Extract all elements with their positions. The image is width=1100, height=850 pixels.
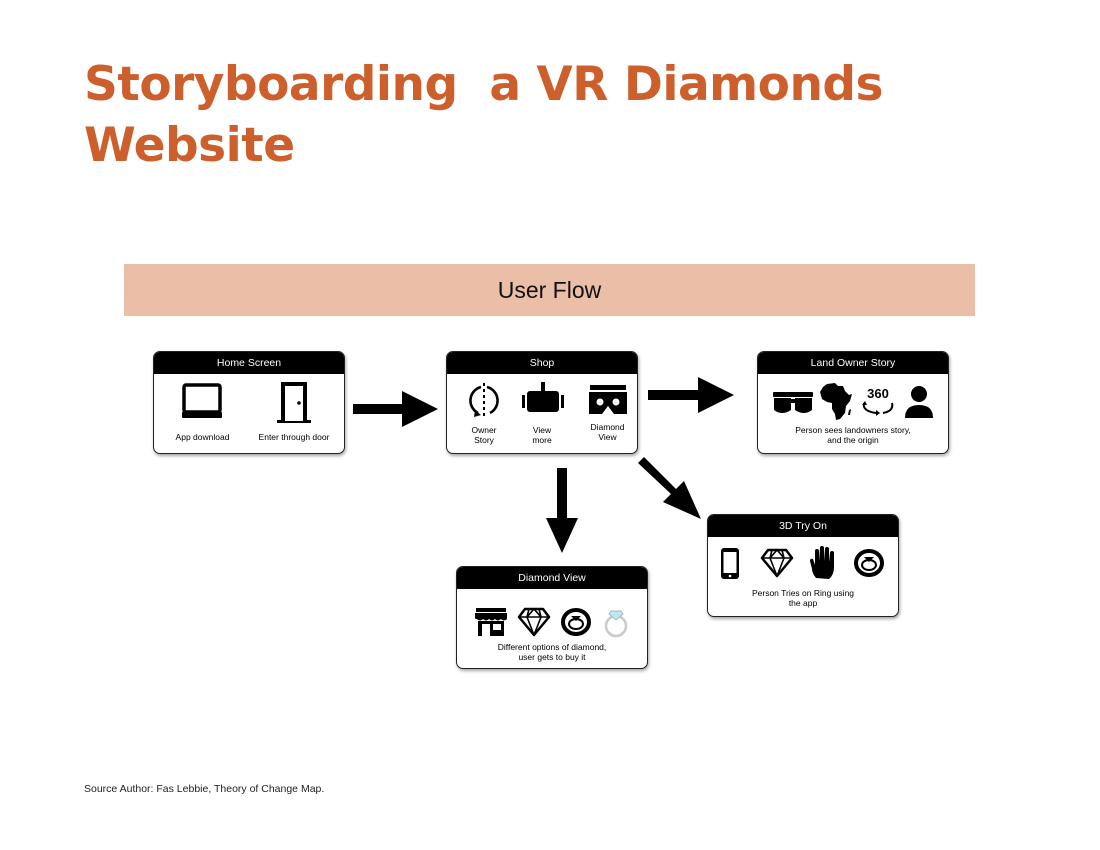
- africa-map-icon: [820, 383, 852, 420]
- shop-item-label: View more: [532, 425, 552, 445]
- home-item-label: Enter through door: [258, 432, 330, 442]
- diamond-ring-icon: [604, 610, 628, 638]
- storefront-icon: [475, 608, 507, 636]
- person-icon: [905, 386, 933, 418]
- ring-icon: [561, 608, 591, 636]
- door-icon: [277, 382, 311, 423]
- land-owner-story-card[interactable]: Land Owner Story 360 Person sees landown…: [757, 351, 949, 454]
- source-citation: Source Author: Fas Lebbie, Theory of Cha…: [84, 783, 325, 795]
- diamond-icon: [760, 548, 794, 578]
- shop-item-label: Owner Story: [471, 425, 497, 445]
- vr-headset-icon: [589, 385, 627, 414]
- 3d-try-on-card[interactable]: 3D Try On Person Tries on Ring using the…: [707, 514, 899, 617]
- vr-controller-icon: [522, 382, 564, 412]
- smartphone-icon: [721, 548, 739, 579]
- card-title: Land Owner Story: [758, 352, 948, 374]
- card-title: 3D Try On: [708, 515, 898, 537]
- shop-item-label: Diamond View: [590, 422, 625, 442]
- arrow-shop-to-land: [648, 377, 734, 413]
- diamond-icon: [517, 607, 551, 637]
- card-title: Home Screen: [154, 352, 344, 374]
- rotate-icon: [469, 383, 499, 417]
- diamond-view-description: Different options of diamond, user gets …: [497, 642, 607, 662]
- 360-view-icon: 360: [862, 386, 894, 416]
- arrow-home-to-shop: [353, 391, 438, 427]
- arrow-shop-to-diamond-view: [546, 468, 578, 553]
- shop-card[interactable]: Shop Owner Story View more Diamond View: [446, 351, 638, 454]
- banner-label: User Flow: [497, 276, 602, 303]
- home-item-label: App download: [175, 432, 230, 442]
- card-title: Diamond View: [457, 567, 647, 589]
- user-flow-banner: User Flow: [124, 264, 975, 316]
- hand-icon: [810, 546, 834, 579]
- land-owner-description: Person sees landowners story, and the or…: [795, 425, 911, 445]
- 360-text: 360: [867, 386, 889, 401]
- monitor-icon: [182, 383, 222, 418]
- vr-goggles-icon: [773, 392, 813, 413]
- card-title: Shop: [447, 352, 637, 374]
- ring-icon: [854, 549, 884, 577]
- arrow-shop-to-try-on: [638, 457, 701, 519]
- home-screen-card[interactable]: Home Screen App download Enter through d…: [153, 351, 345, 454]
- try-on-description: Person Tries on Ring using the app: [751, 588, 855, 608]
- diamond-view-card[interactable]: Diamond View Different options of diamon…: [456, 566, 648, 669]
- page-title: Storyboarding a VR Diamonds Website: [84, 57, 884, 173]
